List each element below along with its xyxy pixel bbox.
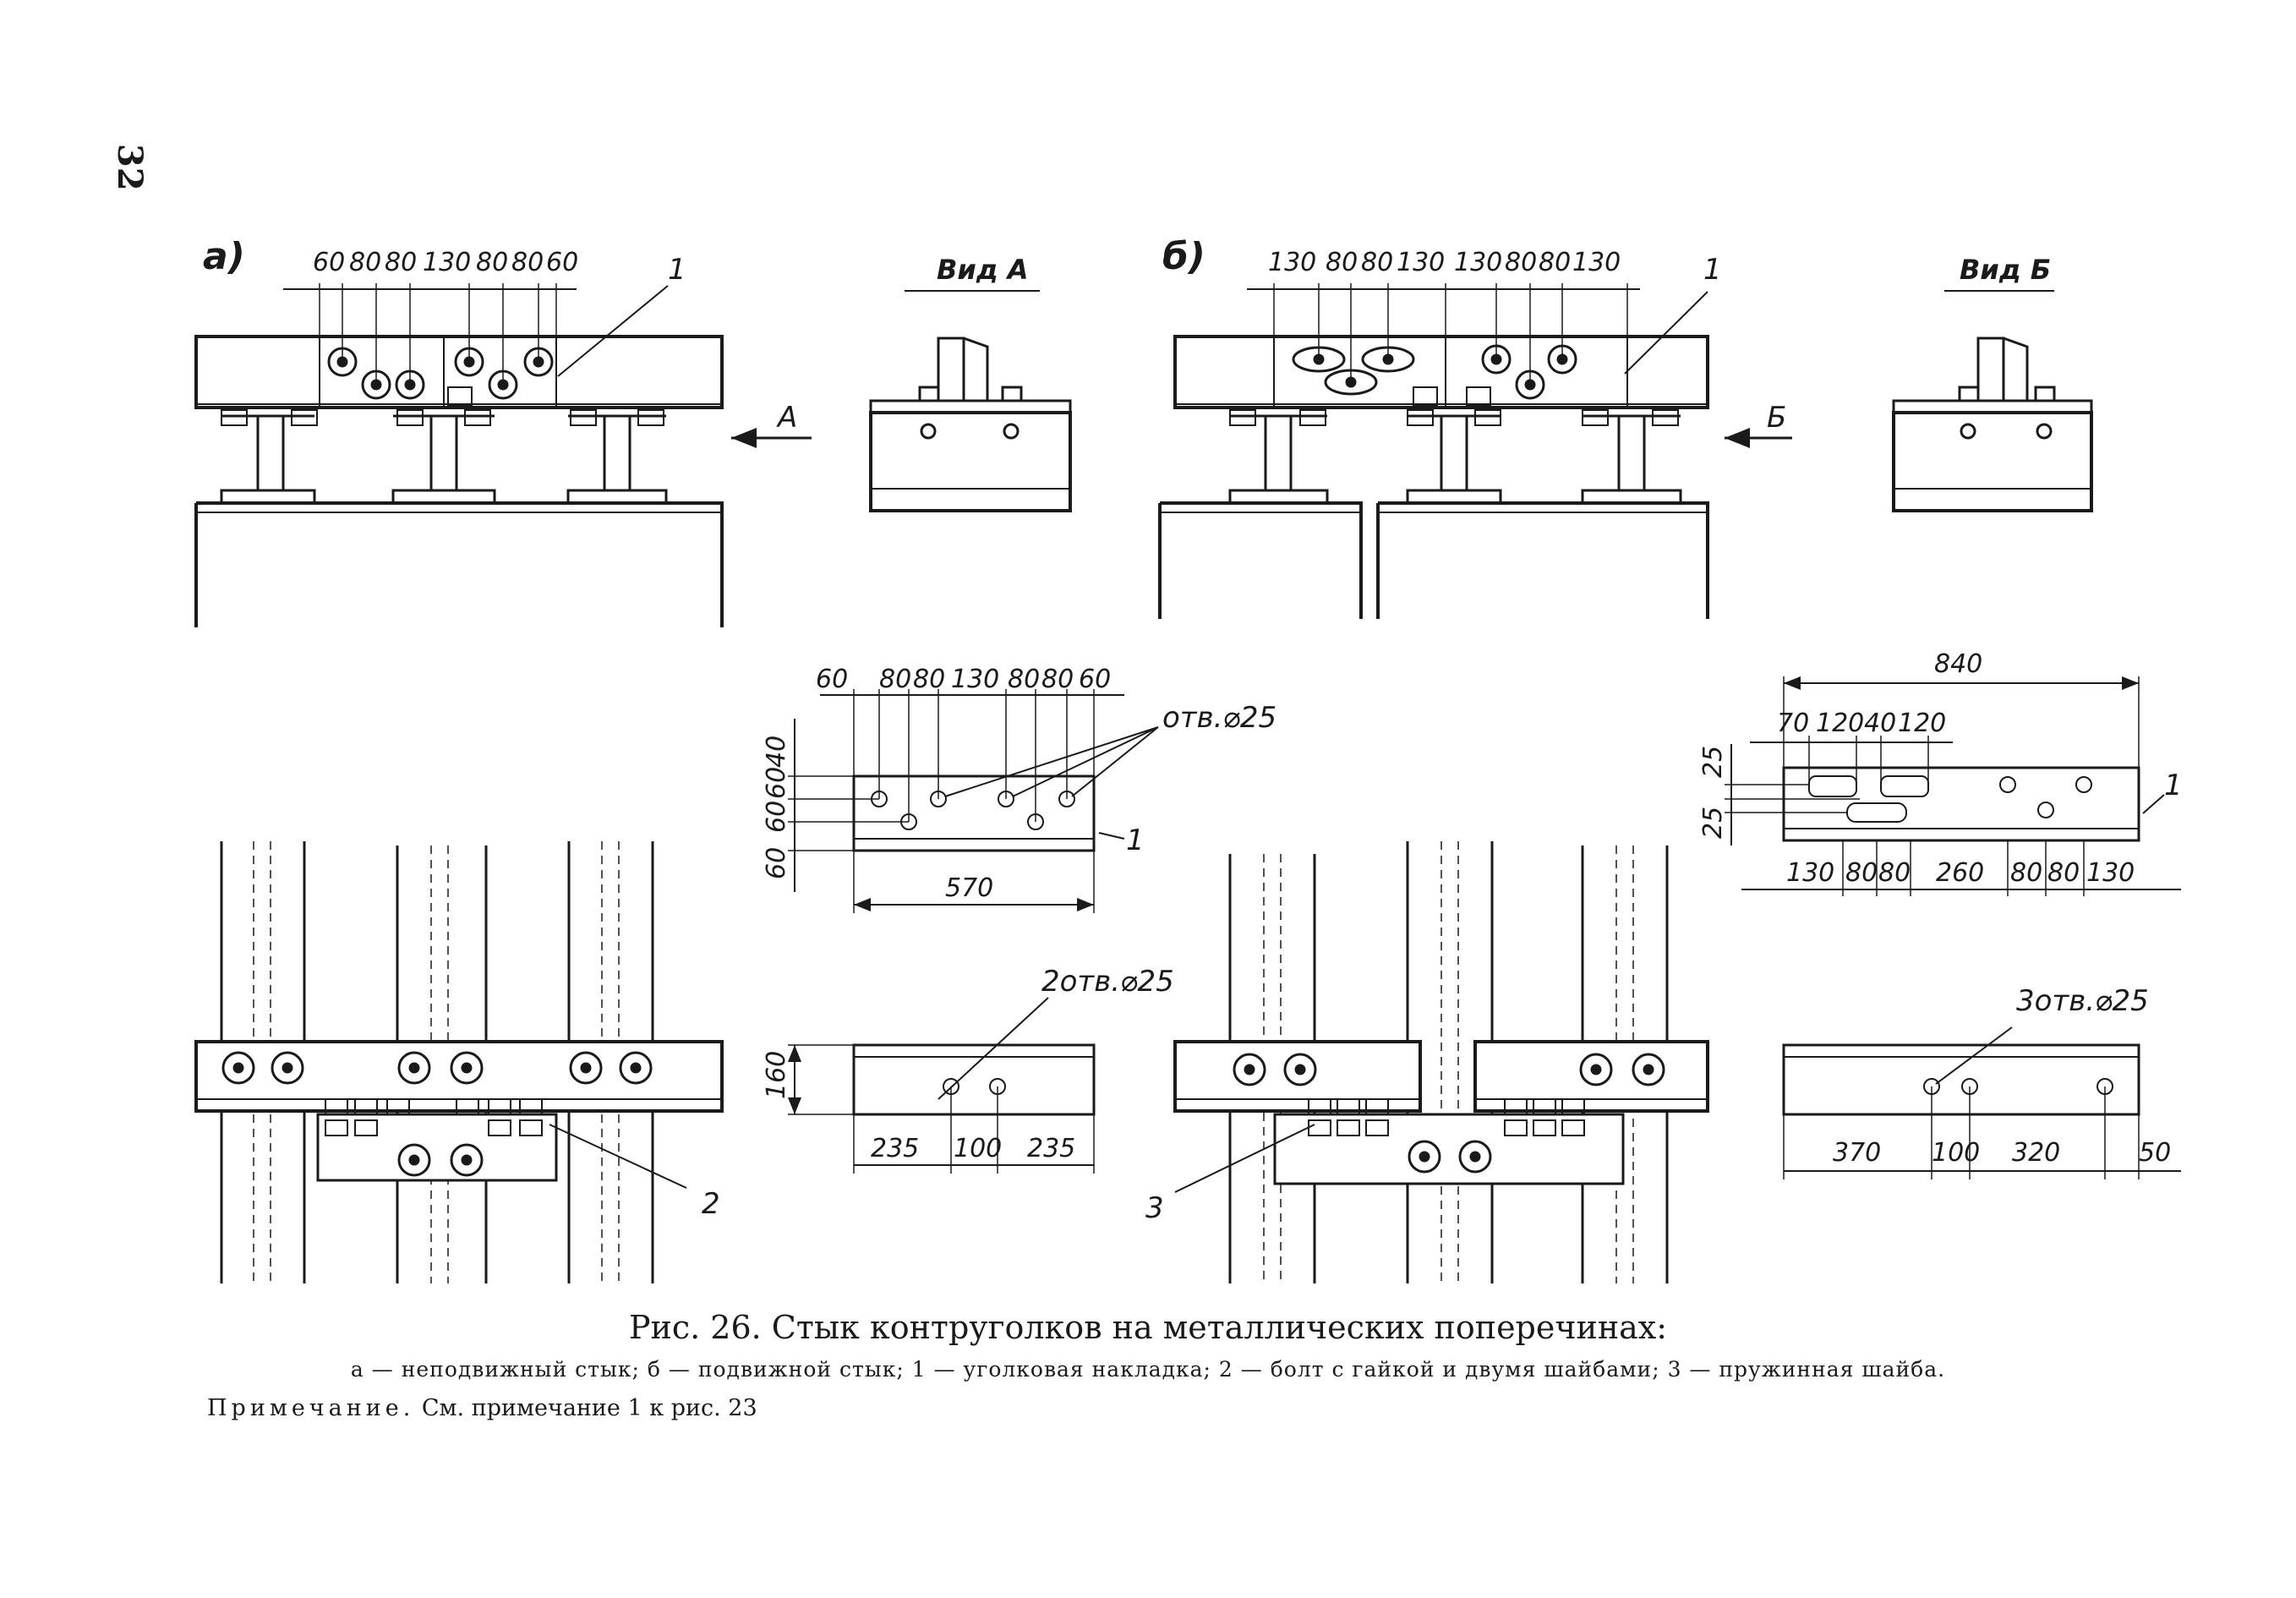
panel-b-elevation: б) [1158, 235, 1792, 619]
panel-a-elevation: а) [194, 235, 812, 627]
plate-a-dim-5: 80 [1008, 665, 1040, 694]
callout-1-plate-a: 1 [1126, 824, 1145, 857]
dim-b-1: 130 [1268, 248, 1316, 277]
rail-fastener-nuts-a [221, 386, 664, 426]
figure-note-text: См. примечание 1 к рис. 23 [414, 1395, 757, 1421]
plate-bolts-a [327, 347, 554, 400]
dim-b-2: 80 [1326, 248, 1358, 277]
dim-a-7: 60 [546, 248, 578, 277]
plate-a-drawing [788, 689, 1159, 913]
small-a-height: 160 [762, 1051, 791, 1099]
small-plate-b-dims: 370 100 320 50 3отв.⌀25 [1833, 984, 2171, 1168]
panel-a-label: а) [203, 235, 245, 278]
callout-2: 2 [702, 1187, 720, 1221]
rail-fastener-nuts-b [1229, 386, 1679, 426]
panel-b-label: б) [1162, 235, 1205, 278]
plan-b-drawing [1173, 841, 1709, 1283]
figure-note: Примечание. См. примечание 1 к рис. 23 [207, 1395, 757, 1421]
plate-b-dims: 840 70 120 40 120 25 25 130 80 80 260 80… [1698, 649, 2183, 888]
plate-a-dim-6: 80 [1041, 665, 1074, 694]
figure-caption-title: Рис. 26. Стык контруголков на металличес… [628, 1309, 1668, 1346]
view-a-title: Вид А [937, 254, 1029, 286]
plate-a-dim-1: 60 [816, 665, 848, 694]
plate-b-bot-2: 80 [1845, 858, 1878, 888]
plate-b-bot-3: 80 [1878, 858, 1911, 888]
dim-b-7: 80 [1539, 248, 1571, 277]
plan-b-bolts [1233, 1053, 1665, 1174]
callout-holes-small-a: 2отв.⌀25 [1041, 965, 1174, 999]
plate-a-dim-7: 60 [1079, 665, 1111, 694]
plate-a-side-4: 60 [762, 847, 791, 879]
figure-caption-legend: а — неподвижный стык; б — подвижной стык… [350, 1357, 1946, 1382]
dim-b-4: 130 [1397, 248, 1445, 277]
dim-a-4: 130 [423, 248, 471, 277]
small-b-dim-4: 50 [2139, 1138, 2171, 1168]
view-arrow-a-label: А [776, 401, 797, 435]
plate-b-bot-4: 260 [1936, 858, 1984, 888]
small-plate-b-drawing [1782, 1026, 2181, 1179]
plate-b-side-2: 25 [1698, 807, 1728, 839]
plate-b-up-2: 120 [1816, 709, 1864, 738]
small-b-dim-3: 320 [2012, 1138, 2060, 1168]
dim-a-2: 80 [349, 248, 381, 277]
dim-b-5: 130 [1454, 248, 1502, 277]
plate-b-length: 840 [1934, 649, 1982, 679]
plan-a-bolts [221, 1051, 653, 1177]
panel-b-top-dims: 130 80 80 130 130 80 80 130 [1268, 248, 1621, 277]
plate-b-up-4: 120 [1898, 709, 1946, 738]
plate-a-dim-2: 80 [879, 665, 911, 694]
callout-holes-a: отв.⌀25 [1162, 701, 1276, 735]
plate-b-bot-5: 80 [2010, 858, 2042, 888]
small-plate-a-dims: 160 235 100 235 2отв.⌀25 [762, 965, 1174, 1163]
view-b-title: Вид Б [1960, 254, 2051, 286]
plate-b-up-1: 70 [1777, 709, 1809, 738]
small-a-dim-3: 235 [1027, 1134, 1075, 1163]
callout-1-plate-b: 1 [2164, 769, 2183, 802]
plate-bolts-b [1292, 344, 1577, 400]
callout-1-b: 1 [1703, 253, 1722, 287]
plate-a-length: 570 [945, 873, 993, 903]
i-beam-posts-b [1228, 414, 1682, 505]
callout-1-a: 1 [668, 253, 686, 287]
small-b-dim-2: 100 [1932, 1138, 1980, 1168]
figure-note-label: Примечание. [207, 1395, 415, 1421]
view-a-detail [869, 290, 1072, 512]
plate-a-dim-4: 130 [951, 665, 999, 694]
small-plate-a-drawing [788, 997, 1096, 1174]
dim-a-5: 80 [476, 248, 508, 277]
callout-3: 3 [1145, 1191, 1164, 1225]
i-beam-posts-a [220, 414, 668, 505]
small-b-dim-1: 370 [1833, 1138, 1881, 1168]
dim-a-3: 80 [385, 248, 417, 277]
dim-a-1: 60 [313, 248, 345, 277]
view-b-detail [1892, 290, 2093, 512]
small-a-dim-2: 100 [954, 1134, 1002, 1163]
dim-b-3: 80 [1361, 248, 1393, 277]
small-a-dim-1: 235 [871, 1134, 919, 1163]
plate-a-dim-3: 80 [913, 665, 945, 694]
plate-b-side-1: 25 [1698, 746, 1728, 778]
callout-holes-small-b: 3отв.⌀25 [2016, 984, 2149, 1018]
view-arrow-b-label: Б [1767, 401, 1786, 435]
plate-b-bot-7: 130 [2086, 858, 2135, 888]
plate-a-side-3: 60 [762, 801, 791, 833]
dim-a-6: 80 [511, 248, 544, 277]
plate-a-side-1: 40 [762, 736, 791, 768]
panel-a-top-dims: 60 80 80 130 80 80 60 [313, 248, 578, 277]
plate-b-bot-6: 80 [2047, 858, 2080, 888]
plate-b-drawing [1725, 676, 2181, 896]
plan-a-drawing [194, 841, 724, 1283]
dim-b-6: 80 [1505, 248, 1537, 277]
plate-a-dims: 60 80 80 130 80 80 60 40 60 60 60 570 от… [762, 665, 1276, 903]
dim-b-8: 130 [1572, 248, 1621, 277]
plate-b-up-3: 40 [1864, 709, 1896, 738]
plate-b-bot-1: 130 [1786, 858, 1834, 888]
page-number: 32 [110, 144, 150, 191]
plate-a-side-2: 60 [762, 767, 791, 799]
